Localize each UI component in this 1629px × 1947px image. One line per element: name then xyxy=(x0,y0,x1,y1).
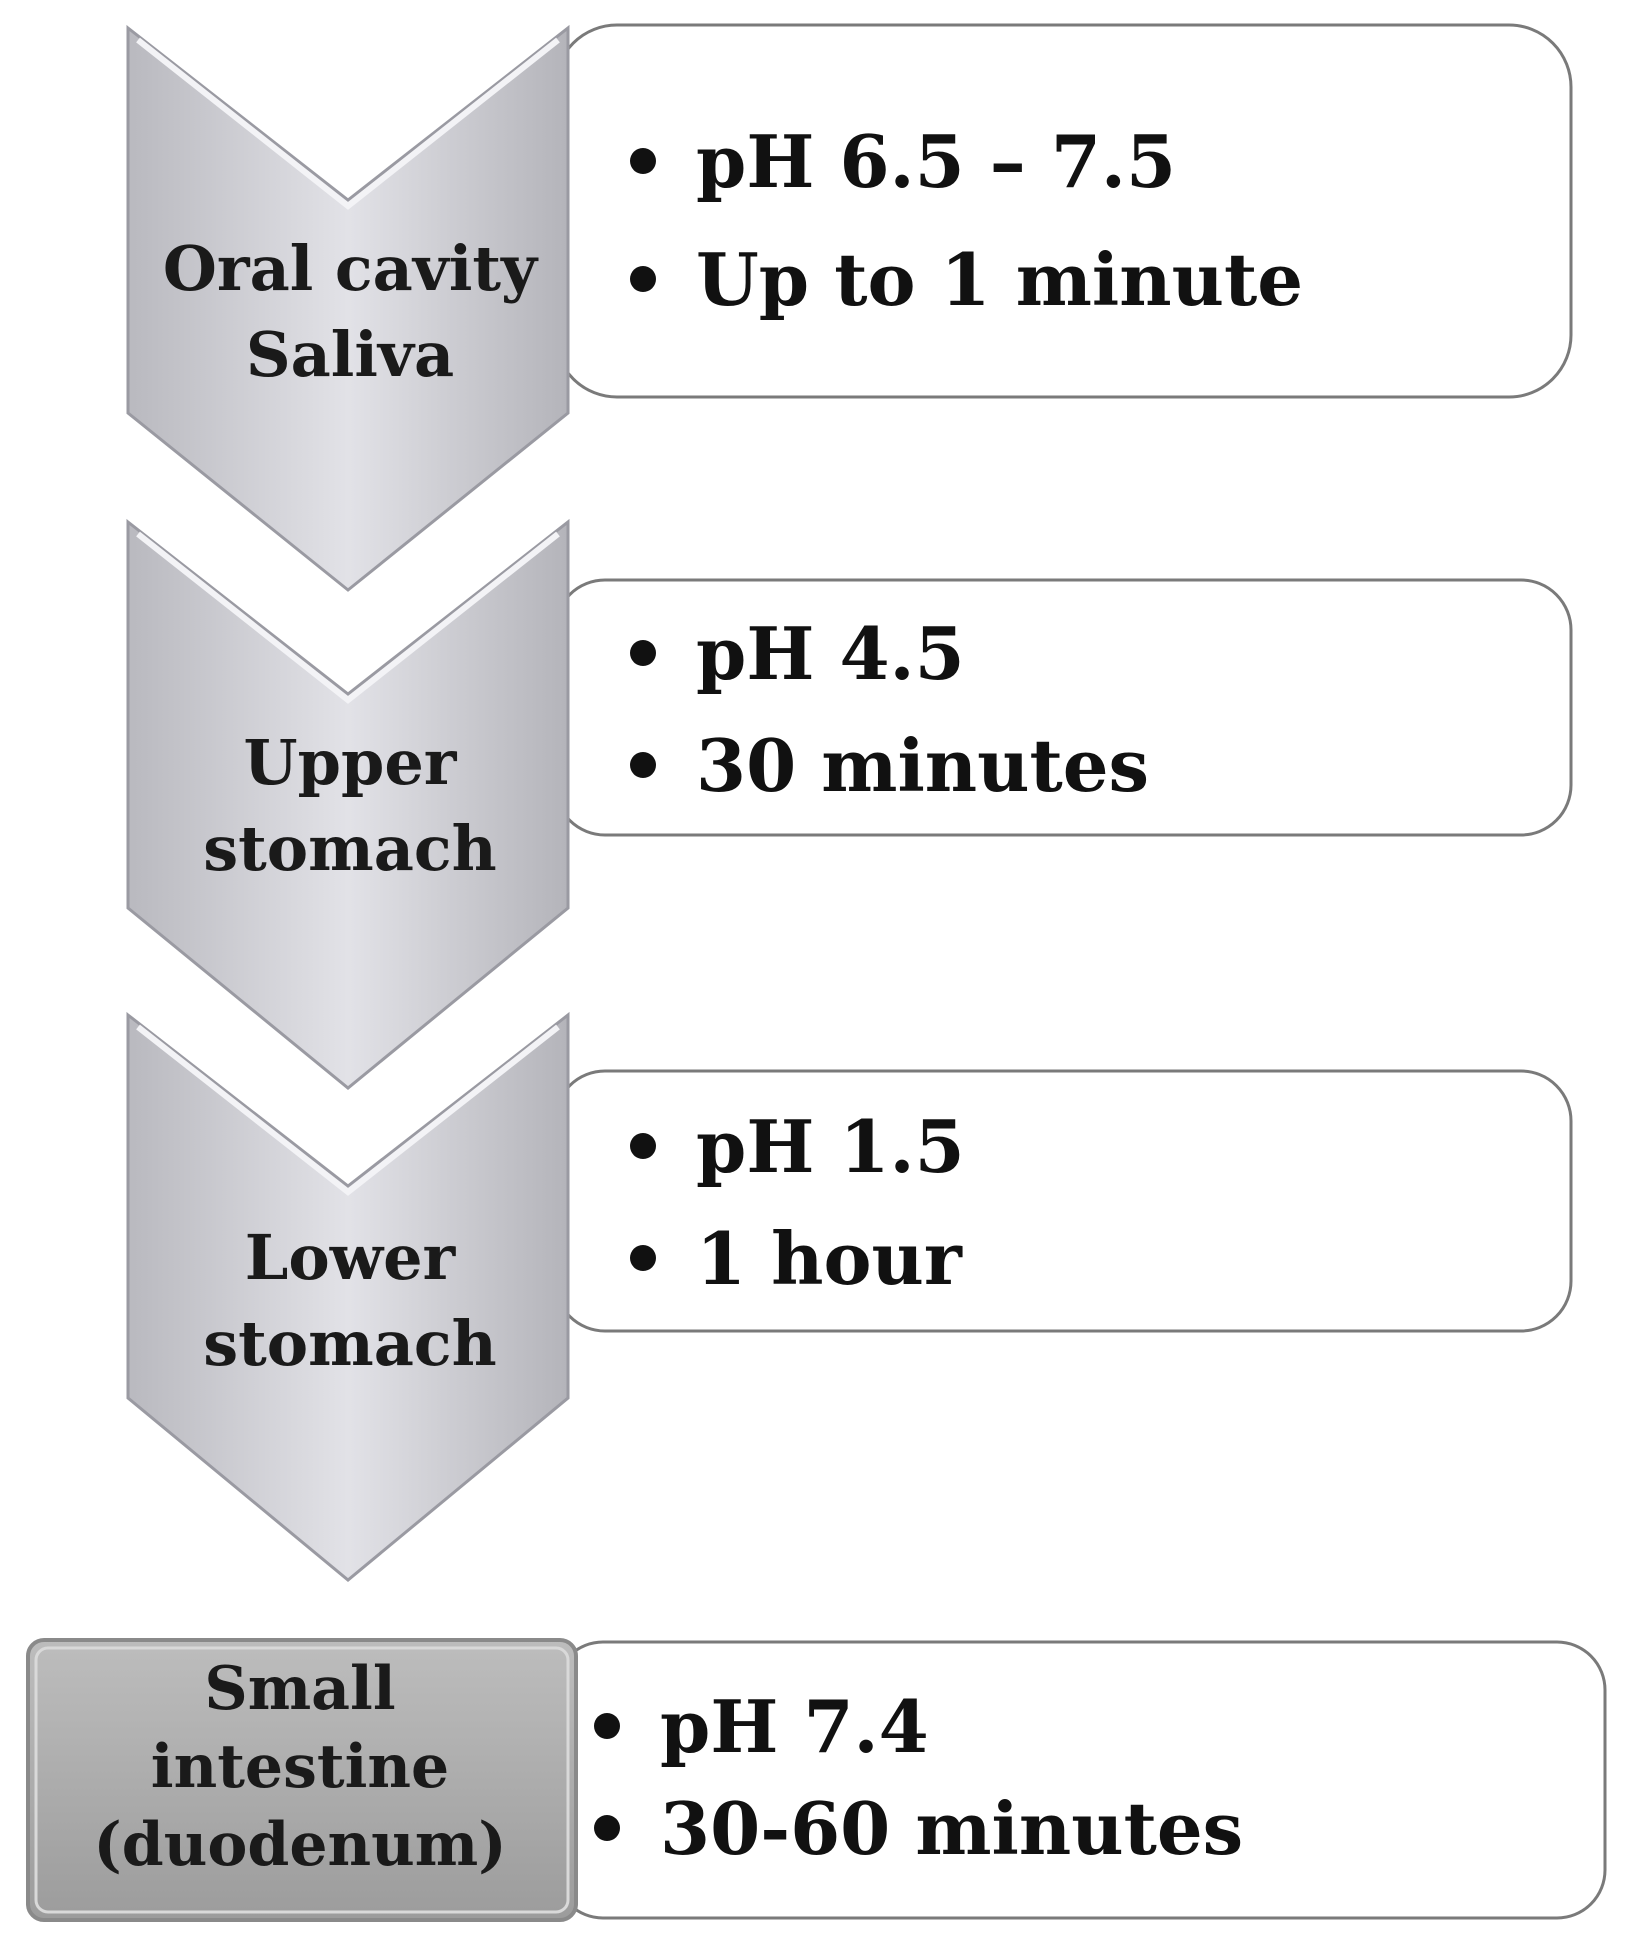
details-list-upper-stomach: pH 4.5 30 minutes xyxy=(630,598,1149,822)
chevron-lower-stomach xyxy=(126,1011,570,1582)
stage-label-line: stomach xyxy=(203,812,497,885)
detail-item: 30-60 minutes xyxy=(594,1778,1243,1880)
details-list-lower-stomach: pH 1.5 1 hour xyxy=(630,1091,965,1315)
detail-text: 1 hour xyxy=(696,1216,962,1301)
stage-label-line: Lower xyxy=(244,1221,456,1294)
detail-item: pH 1.5 xyxy=(630,1091,965,1203)
detail-item: 30 minutes xyxy=(630,710,1149,822)
final-box-small-intestine xyxy=(26,1638,578,1922)
detail-text: Up to 1 minute xyxy=(696,237,1304,322)
bullet-icon xyxy=(594,1815,620,1841)
stage-label-line: stomach xyxy=(203,1307,497,1380)
detail-text: 30 minutes xyxy=(696,723,1150,808)
detail-text: pH 4.5 xyxy=(696,611,965,696)
bullet-icon xyxy=(630,640,656,666)
stage-label-line: Oral cavity xyxy=(162,232,538,305)
stage-label-line: (duodenum) xyxy=(93,1810,507,1880)
bullet-icon xyxy=(630,752,656,778)
stage-label-upper-stomach: Upper stomach xyxy=(130,720,570,892)
bullet-icon xyxy=(630,148,656,174)
stage-label-line: Small xyxy=(204,1654,396,1724)
stage-label-oral-cavity: Oral cavity Saliva xyxy=(130,226,570,398)
detail-item: Up to 1 minute xyxy=(630,221,1303,339)
detail-text: 30-60 minutes xyxy=(660,1786,1244,1871)
detail-item: pH 6.5 – 7.5 xyxy=(630,103,1303,221)
stage-label-line: Upper xyxy=(243,726,457,799)
stage-label-lower-stomach: Lower stomach xyxy=(130,1215,570,1387)
detail-item: 1 hour xyxy=(630,1203,965,1315)
chevron-oral-cavity xyxy=(126,24,570,592)
stage-label-line: intestine xyxy=(150,1732,450,1802)
detail-text: pH 1.5 xyxy=(696,1104,965,1189)
detail-text: pH 7.4 xyxy=(660,1684,929,1769)
detail-item: pH 4.5 xyxy=(630,598,1149,710)
detail-item: pH 7.4 xyxy=(594,1676,1243,1778)
bullet-icon xyxy=(630,1245,656,1271)
bullet-icon xyxy=(630,1133,656,1159)
chevron-upper-stomach xyxy=(126,518,570,1090)
bullet-icon xyxy=(594,1713,620,1739)
bullet-icon xyxy=(630,266,656,292)
stage-label-small-intestine: Small intestine (duodenum) xyxy=(30,1650,570,1884)
stage-label-line: Saliva xyxy=(245,318,455,391)
details-list-oral-cavity: pH 6.5 – 7.5 Up to 1 minute xyxy=(630,103,1303,339)
detail-text: pH 6.5 – 7.5 xyxy=(696,119,1177,204)
details-list-small-intestine: pH 7.4 30-60 minutes xyxy=(594,1676,1243,1880)
